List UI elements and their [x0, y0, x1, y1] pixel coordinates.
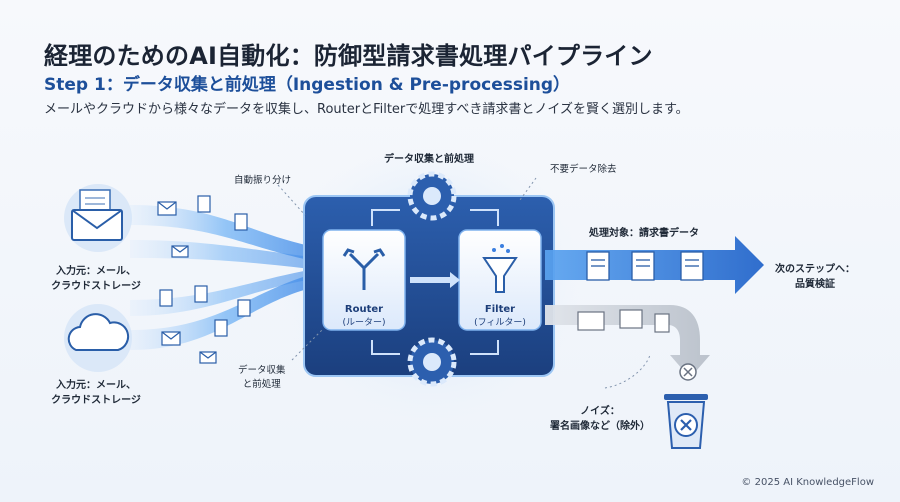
- stage-label-bottom: データ収集と前処理: [238, 365, 286, 390]
- next-step-label: 次のステップへ：品質検証: [775, 264, 855, 290]
- page-description: メールやクラウドから様々なデータを収集し、RouterとFilterで処理すべき…: [44, 102, 689, 117]
- trash-icon: [664, 394, 708, 449]
- fork-arrow-icon: [342, 248, 386, 290]
- filter-label: Filter(フィルター): [474, 304, 526, 328]
- funnel-icon: [482, 244, 518, 293]
- target-data-label: 処理対象：請求書データ: [589, 228, 699, 239]
- remove-unneeded-label: 不要データ除去: [550, 164, 617, 175]
- auto-sort-label: 自動振り分け: [234, 175, 292, 186]
- copyright: © 2025 AI KnowledgeFlow: [741, 477, 874, 488]
- noise-label: ノイズ：署名画像など（除外）: [550, 406, 650, 432]
- gear-icon-top: [407, 171, 457, 221]
- cloud-source-icon: [64, 304, 132, 372]
- noise-item-icons: [577, 309, 670, 333]
- source-label-cloud: 入力元：メール、クラウドストレージ: [51, 380, 141, 406]
- gear-icon-bottom: [407, 337, 457, 387]
- mail-source-icon: [64, 184, 132, 252]
- invoice-doc-icons: [586, 251, 704, 281]
- source-label-mail: 入力元：メール、クラウドストレージ: [51, 266, 141, 292]
- page-title: 経理のためのAI自動化：防御型請求書処理パイプライン: [44, 42, 653, 70]
- router-label: Router(ルーター): [342, 304, 386, 328]
- page-subtitle: Step 1：データ収集と前処理（Ingestion & Pre-process…: [44, 75, 571, 95]
- stage-label-top: データ収集と前処理: [384, 154, 474, 165]
